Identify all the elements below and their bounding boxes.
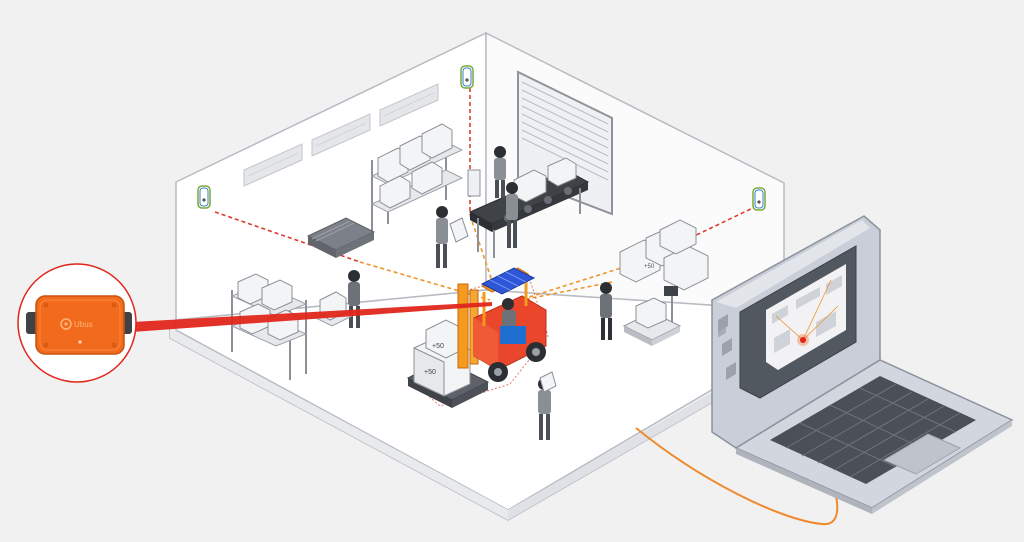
forklift-box-label-1: +50 bbox=[424, 369, 436, 376]
screen-sidebar-icons bbox=[718, 314, 736, 380]
gear-logo-icon bbox=[60, 318, 72, 330]
box-label: +50 bbox=[644, 264, 655, 270]
back-shelf bbox=[370, 123, 464, 232]
anchor-right-icon bbox=[752, 187, 766, 211]
worker-conveyor-2 bbox=[506, 182, 518, 248]
laser-beam bbox=[132, 302, 492, 332]
anchor-left-icon bbox=[197, 185, 211, 209]
network-cable bbox=[635, 427, 839, 526]
worker-scanner bbox=[600, 282, 612, 340]
worker-carrying-box bbox=[436, 206, 469, 268]
pallet-stack bbox=[306, 217, 376, 258]
laptop-trackpad bbox=[882, 433, 962, 475]
laptop-keyboard bbox=[770, 376, 976, 484]
uwb-anchors bbox=[197, 65, 766, 211]
anchor-center-icon bbox=[460, 65, 474, 89]
status-led-icon bbox=[78, 340, 82, 344]
tag-callout: Ubus bbox=[17, 263, 137, 383]
laptop bbox=[711, 215, 1014, 514]
forklift-box-label-2: +50 bbox=[432, 343, 444, 350]
uwb-tag-device bbox=[35, 295, 125, 355]
forklift: +50 +50 bbox=[406, 267, 549, 408]
weighing-scale bbox=[622, 286, 682, 346]
worker-front bbox=[538, 371, 557, 440]
tag-brand-label: Ubus bbox=[74, 320, 93, 329]
worker-conveyor-1 bbox=[494, 146, 506, 198]
right-box-stack: +50 bbox=[619, 219, 709, 291]
